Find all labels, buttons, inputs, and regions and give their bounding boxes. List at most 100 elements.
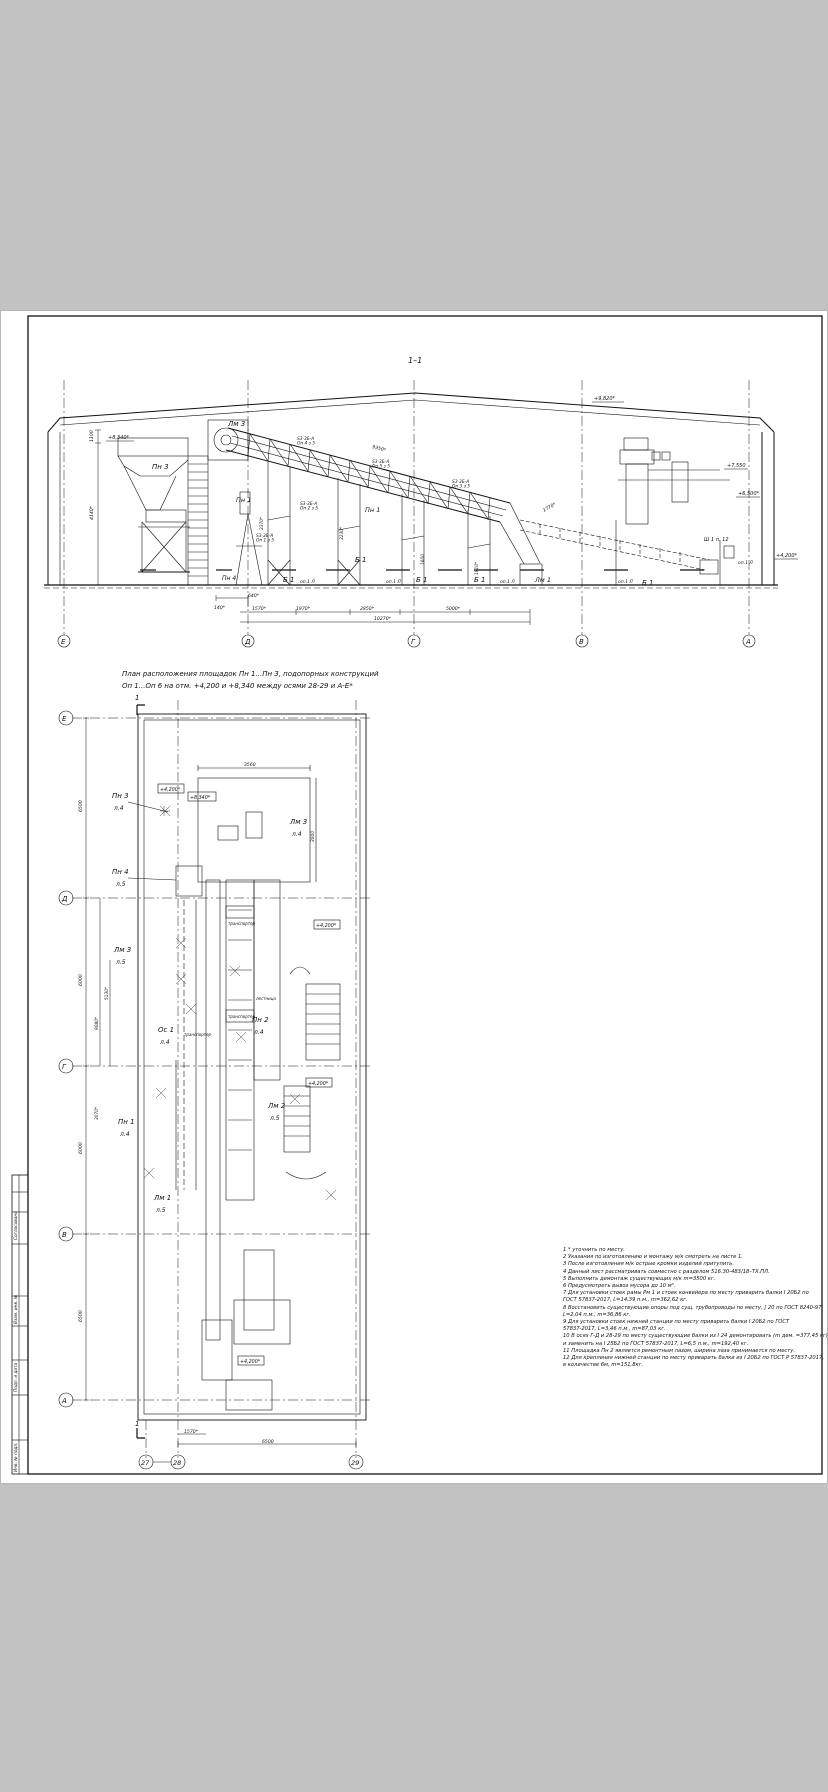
plan-axis-d: Д <box>61 895 68 903</box>
plan-axis-a: А <box>61 1397 67 1405</box>
elev-4200: +4,200* <box>776 553 798 559</box>
stamp-cell-replaced: Взам. инв. № <box>13 1294 19 1324</box>
plan-stair <box>283 966 341 1180</box>
platform-pn3: 3560 3000 <box>175 762 317 897</box>
plan-elev-4200-a: +4,200* <box>160 787 181 793</box>
elev-9820: +9,820* <box>594 396 616 402</box>
left-stamp: Согласовано Взам. инв. № Подп. и дата Ин… <box>11 1174 29 1475</box>
dim-v-1100: 1100 <box>89 430 95 442</box>
plan-conveyor <box>175 879 291 1411</box>
label-pn1-right: Пн 1 <box>365 506 380 514</box>
plan-dims-left: 6500 6000 6000 6500 5130* 9080* 3070* <box>78 717 111 1401</box>
stamp-cell-inventory: Инв. № подл. <box>13 1442 19 1472</box>
section-1-1: 1–1 Е Д Г В А <box>44 356 798 648</box>
dim-h-2850: 2850* <box>360 606 375 612</box>
elev-6500: +6,500* <box>738 491 760 497</box>
label-sh12: Ш 1 п. 12 <box>704 537 729 543</box>
section-callouts: Пн 3 Лм 3 Пн 1 Пн 1 Пн 4 Б 1 Б 1 Б 1 Б 1… <box>152 420 753 587</box>
plan-label-lm2-sheet: л.5 <box>269 1115 280 1122</box>
note-9: 9 Для установки стоек нижней станции по … <box>563 1319 790 1326</box>
plan-label-lm2: Лм 2 <box>267 1102 286 1110</box>
stamp-cell-agreed: Согласовано <box>13 1211 19 1240</box>
plan-outline <box>137 713 367 1421</box>
inclined-conveyor <box>225 427 543 586</box>
label-b1-e: Б 1 <box>642 579 653 587</box>
plan-row-axis-bubbles: Е Д Г В А <box>58 710 74 1408</box>
label-oplist-2: оп.1 Л <box>386 579 401 585</box>
note-11: 11 Площадка Пн 2 является ремонтным лазо… <box>563 1347 796 1354</box>
dim-inner-9080: 9080* <box>94 1016 100 1030</box>
dim-s-9350: 9350* <box>371 444 387 454</box>
roof-outline <box>47 392 775 433</box>
dim-row-4: 6500 <box>78 1310 84 1322</box>
plan-label-lm1-sheet: л.5 <box>155 1207 166 1214</box>
label-oplist-right: оп.1 Л <box>738 560 753 566</box>
note-5: 5 Выполнить демонтаж существующих м/к m=… <box>563 1275 716 1282</box>
dim-row-3: 6000 <box>78 1142 84 1154</box>
note-10: 10 В осях Г-Д и 28-29 по месту существую… <box>563 1333 828 1340</box>
section-title: 1–1 <box>408 356 422 365</box>
note-7: 7 Для установки стоек рамы Рм 1 и стоек … <box>563 1290 809 1297</box>
plan-label-os1-sheet: л.4 <box>159 1039 170 1046</box>
section-axis-bubbles: Е Д Г В А <box>57 634 756 648</box>
stamp-cell-sign-date: Подп. и дата <box>13 1362 19 1392</box>
notes-block: 1 * уточнить по месту. 2 Указания по изг… <box>563 1247 828 1369</box>
dim-top-height: 3000 <box>310 831 316 842</box>
station-equipment <box>615 437 735 585</box>
label-b1-a: Б 1 <box>283 576 294 584</box>
note-4: 4 Данный лист рассматривать совместно с … <box>563 1268 770 1275</box>
label-pn1: Пн 1 <box>236 496 251 504</box>
note-8b: L=2,04 п.м., m=36,86 кг. <box>563 1311 631 1318</box>
note-10b: и заменить на I 25Б2 по ГОСТ 57837-2017,… <box>563 1340 749 1347</box>
plan-label-pn2-sheet: л.4 <box>253 1029 264 1036</box>
lower-conveyor <box>519 519 711 571</box>
plan-axis-28: 28 <box>173 1459 181 1467</box>
plan-conveyor-label-3: транспортер <box>184 1032 212 1037</box>
viewer-background-top <box>0 0 828 310</box>
dim-h-10270: 10270* <box>374 616 392 622</box>
plan-label-pn4-sheet: л.5 <box>115 881 126 888</box>
plan-conveyor-label-2: транспортер <box>228 1014 256 1019</box>
plan-label-pn1-sheet: л.4 <box>119 1131 130 1138</box>
roof-inner <box>59 399 761 426</box>
dim-bay: 1570* <box>184 1429 199 1435</box>
dim-v-3230: 3230* <box>339 526 345 540</box>
plan-axis-27: 27 <box>141 1459 150 1467</box>
plan-title-line2: Оп 1...Оп 6 на отм. +4,200 и +8,340 межд… <box>122 682 353 690</box>
label-oplist-3: оп.1 Л <box>500 579 515 585</box>
plan-axis-g: Г <box>62 1063 67 1071</box>
hopper-structure <box>117 419 263 586</box>
dim-h-640: 640* <box>248 593 260 599</box>
plan-label-lm3-top: Лм 3 <box>289 818 307 826</box>
label-lm3: Лм 3 <box>227 420 245 428</box>
cut-mark-top: 1 <box>135 694 139 702</box>
note-12b: в количестве 6м, m=151,8кг. <box>563 1362 643 1369</box>
label-pn4: Пн 4 <box>222 575 236 582</box>
label-pn3: Пн 3 <box>152 463 169 471</box>
label-oplist-1: оп.1 Л <box>300 579 315 585</box>
plan-label-pn2: Пн 2 <box>252 1016 269 1024</box>
dim-s-1770: 1770* <box>542 501 558 514</box>
dim-h-5000: 5000* <box>446 606 461 612</box>
dim-row-2: 6000 <box>78 974 84 986</box>
dim-top-width: 3560 <box>244 762 256 768</box>
cut-marks: 1 1 <box>135 694 145 1439</box>
dim-inner-3070: 3070* <box>94 1106 100 1120</box>
section-elevations: +9,820* +8,340* +7,550 +6,500* +4,200* <box>106 396 798 560</box>
dim-v-1810: 1810* <box>474 561 480 575</box>
cut-mark-bottom: 1 <box>135 1420 139 1428</box>
dim-v-3370: 3370* <box>259 516 265 530</box>
label-lm1: Лм 1 <box>534 576 551 584</box>
drawing-sheet: Согласовано Взам. инв. № Подп. и дата Ин… <box>0 310 828 1484</box>
drawing-canvas: Согласовано Взам. инв. № Подп. и дата Ин… <box>0 310 828 1484</box>
label-b1-c: Б 1 <box>416 576 427 584</box>
plan-label-lm1: Лм 1 <box>153 1194 171 1202</box>
section-axis-a: А <box>745 638 751 646</box>
section-axis-e: Е <box>61 638 66 646</box>
note-6: 6 Предусмотреть вывоз мусора до 10 м³. <box>563 1283 676 1290</box>
section-dimensions: 1100 4140* 3370* 3230* 1600 1810* 140* 1… <box>89 429 558 625</box>
